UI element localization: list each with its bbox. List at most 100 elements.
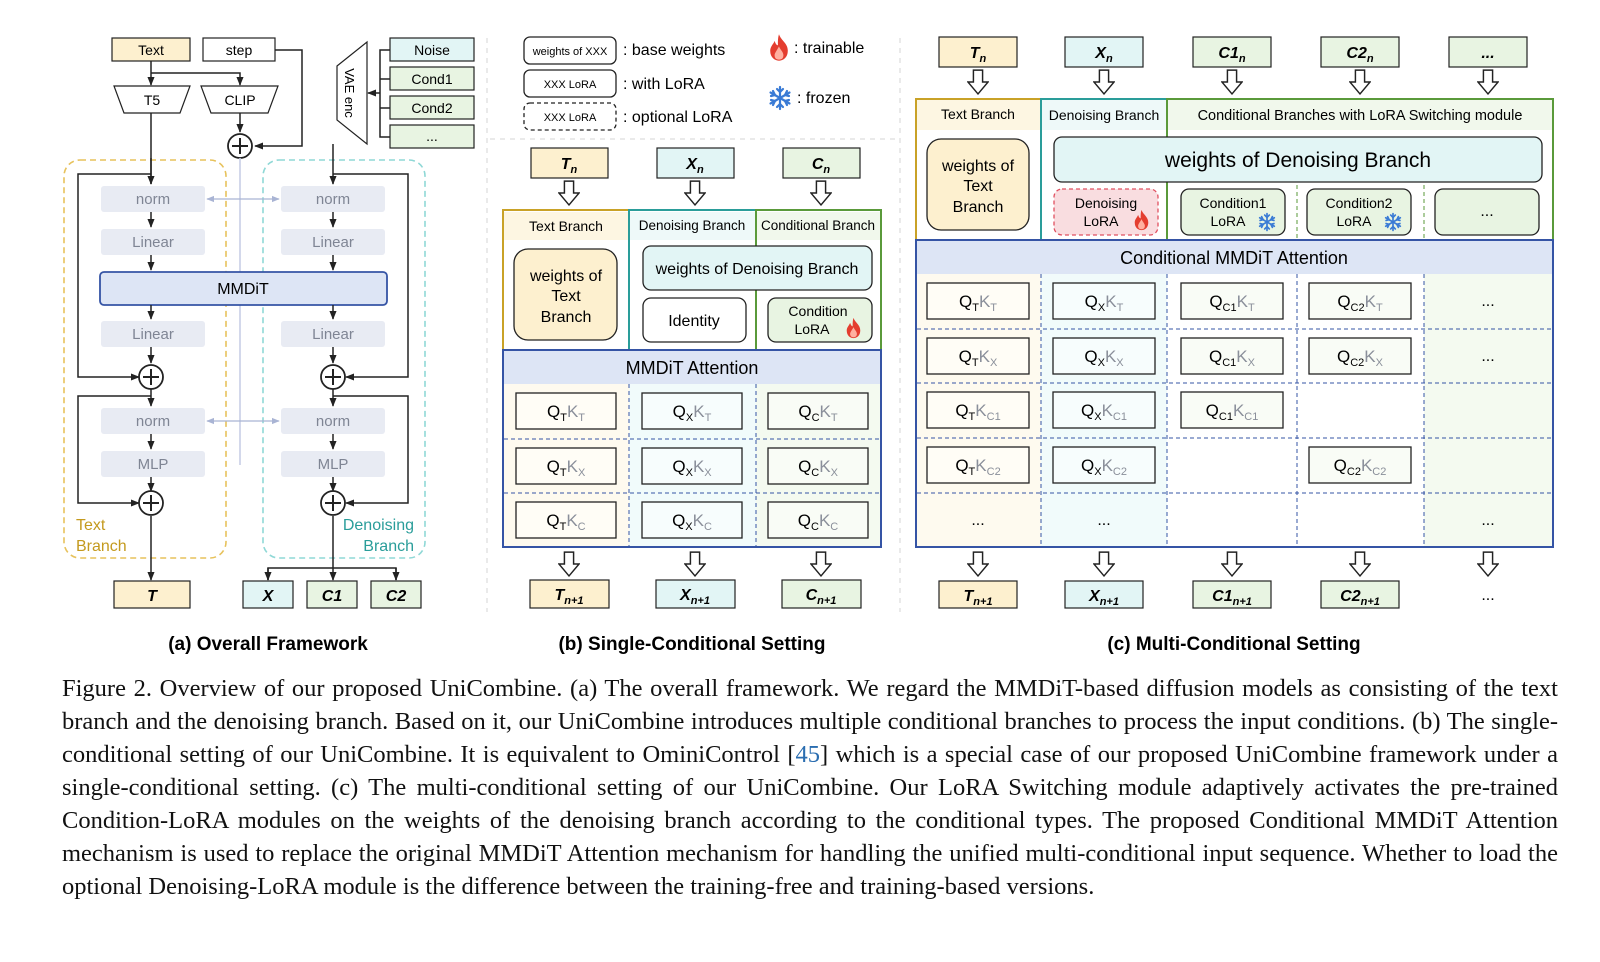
c-qk-cell-box xyxy=(1180,391,1284,429)
b-qk-cell-box xyxy=(515,447,617,485)
caption-part-2: ] which is a special case of our propose… xyxy=(62,741,1558,900)
snowflake-icon xyxy=(769,85,791,111)
b-qk-cell: QCKX xyxy=(798,457,839,479)
c-qk-cell-box xyxy=(926,337,1030,375)
c-qk-cell-box xyxy=(1052,391,1156,429)
den-linear-2: Linear xyxy=(312,326,354,343)
panel-a-title: (a) Overall Framework xyxy=(168,634,368,655)
c-output-label: C1n+1 xyxy=(1212,588,1252,608)
b-qk-cell-box xyxy=(641,447,743,485)
legend-lora-box: XXX LoRA xyxy=(544,79,597,91)
text-linear-2: Linear xyxy=(132,326,174,343)
b-conditional-branch-header: Conditional Branch xyxy=(761,218,875,233)
c-qk-cell: QC1KT xyxy=(1209,292,1255,314)
citation-link[interactable]: 45 xyxy=(795,741,821,768)
c-qk-cell: QXKC1 xyxy=(1081,401,1127,423)
b-denoising-weights: weights of Denoising Branch xyxy=(655,261,859,278)
c-denoising-lora-2: LoRA xyxy=(1083,213,1119,229)
b-denoising-branch-header: Denoising Branch xyxy=(639,218,746,233)
vae-encoder: VAE enc xyxy=(342,68,357,118)
output-t: T xyxy=(147,588,158,605)
c-text-weights-2: Text xyxy=(963,178,993,195)
c-qk-cell: QXKT xyxy=(1085,292,1124,314)
clip-encoder: CLIP xyxy=(224,92,255,108)
c-grid-ellipsis: ... xyxy=(1481,348,1494,365)
c-qk-cell: QTKT xyxy=(959,292,997,314)
down-arrow-icon xyxy=(1477,551,1499,577)
c-input-label: Tn xyxy=(970,45,987,65)
legend-optional-label: : optional LoRA xyxy=(623,109,733,126)
c-input-box xyxy=(1064,36,1144,68)
c-qk-cell: QTKC2 xyxy=(955,456,1000,478)
cond1-input: Cond1 xyxy=(411,71,452,87)
down-arrow-icon xyxy=(1221,551,1243,577)
c-grid-ellipsis: ... xyxy=(1481,512,1494,529)
c-qk-cell: QC2KT xyxy=(1337,292,1383,314)
c-qk-cell: QTKC1 xyxy=(955,401,1000,423)
denoising-branch-label: Denoising xyxy=(343,517,414,534)
fire-icon xyxy=(770,34,788,61)
c-text-weights-1: weights of xyxy=(941,158,1015,175)
c-qk-cell-box xyxy=(1308,282,1412,320)
b-input-c: Cn xyxy=(812,156,831,176)
b-condition-lora-1: Condition xyxy=(788,303,847,319)
mmdit-block: MMDiT xyxy=(217,281,269,298)
b-text-weights-2: Text xyxy=(551,288,581,305)
c-input-label: Xn xyxy=(1094,45,1113,65)
down-arrow-icon xyxy=(1349,69,1371,95)
down-arrow-icon xyxy=(1093,69,1115,95)
c-input-label: ... xyxy=(1481,45,1494,62)
c-output-label: C2n+1 xyxy=(1340,588,1380,608)
b-qk-cell: QXKC xyxy=(672,511,712,533)
b-qk-cell: QCKC xyxy=(798,511,839,533)
legend-trainable: : trainable xyxy=(794,40,864,57)
down-arrow-icon xyxy=(967,69,989,95)
c-output-label: Tn+1 xyxy=(963,588,992,608)
c-qk-cell-box xyxy=(1308,446,1412,484)
panel-b-title: (b) Single-Conditional Setting xyxy=(558,634,825,655)
c-text-weights-3: Branch xyxy=(953,199,1004,216)
legend: weights of XXX : base weights XXX LoRA :… xyxy=(523,34,864,131)
c-condition1-lora-2: LoRA xyxy=(1210,213,1246,229)
down-arrow-icon xyxy=(1093,551,1115,577)
down-arrow-icon xyxy=(558,551,580,577)
figure-caption: Figure 2. Overview of our proposed UniCo… xyxy=(62,672,1558,903)
c-more-lora: ... xyxy=(1480,203,1493,220)
b-qk-cell-box xyxy=(515,501,617,539)
down-arrow-icon xyxy=(1221,69,1243,95)
c-qk-cell: QTKX xyxy=(959,347,998,369)
c-input-box xyxy=(1320,36,1400,68)
c-qk-cell: QXKX xyxy=(1084,347,1124,369)
legend-base-label: : base weights xyxy=(623,42,725,59)
c-grid-ellipsis: ... xyxy=(971,512,984,529)
c-denoising-lora-1: Denoising xyxy=(1075,195,1137,211)
panel-c-title: (c) Multi-Conditional Setting xyxy=(1107,634,1360,655)
b-qk-cell-box xyxy=(767,501,869,539)
output-c1: C1 xyxy=(322,588,343,605)
c-conditional-mmdit-attention: Conditional MMDiT Attention xyxy=(1120,248,1348,268)
c-condition2-lora-1: Condition2 xyxy=(1326,195,1393,211)
c-text-branch-header: Text Branch xyxy=(941,106,1015,122)
c-conditional-branches-header: Conditional Branches with LoRA Switching… xyxy=(1198,108,1523,124)
c-qk-cell-box xyxy=(1052,282,1156,320)
c-input-label: C2n xyxy=(1346,45,1373,65)
legend-lora-label: : with LoRA xyxy=(623,76,705,93)
den-linear-1: Linear xyxy=(312,234,354,251)
b-output-c: Cn+1 xyxy=(806,587,837,607)
b-qk-cell-box xyxy=(641,392,743,430)
c-input-box xyxy=(1448,36,1528,68)
c-denoising-weights: weights of Denoising Branch xyxy=(1164,149,1431,172)
den-norm-2: norm xyxy=(316,413,350,430)
down-arrow-icon xyxy=(1477,69,1499,95)
c-output-box xyxy=(1320,580,1400,609)
c-qk-cell: QC2KC2 xyxy=(1334,456,1387,478)
down-arrow-icon xyxy=(967,551,989,577)
legend-base-box: weights of XXX xyxy=(532,46,608,58)
caption-part-1: Figure 2. Overview of our proposed UniCo… xyxy=(62,675,1558,768)
cond2-input: Cond2 xyxy=(411,100,452,116)
c-qk-cell-box xyxy=(926,282,1030,320)
c-qk-cell-box xyxy=(1308,337,1412,375)
c-qk-cell: QC1KC1 xyxy=(1206,401,1259,423)
